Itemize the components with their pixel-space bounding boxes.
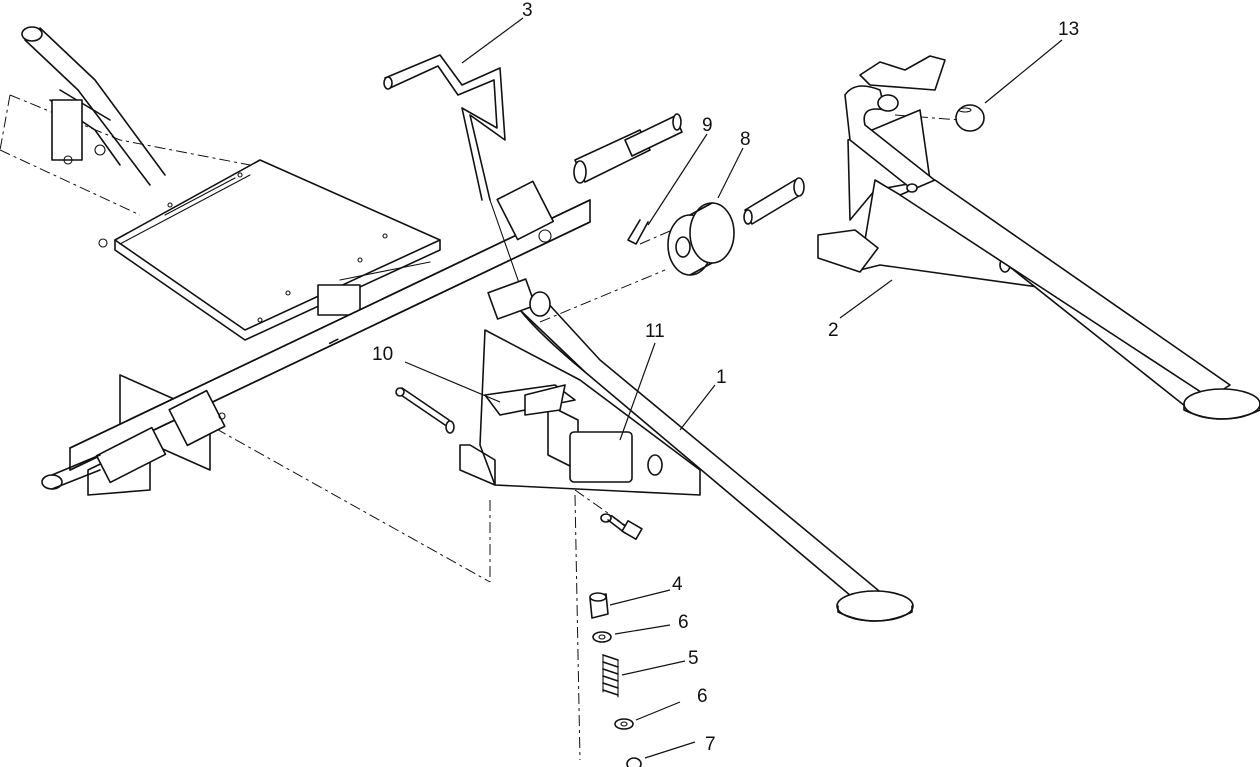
- callout-7: 7: [705, 734, 716, 755]
- callout-13: 13: [1058, 19, 1079, 40]
- svg-text:-----: -----: [328, 337, 340, 347]
- callout-11: 11: [645, 321, 665, 342]
- callout-3: 3: [522, 0, 533, 21]
- axle-tube: -----: [41, 113, 683, 490]
- hairpin-clip: [627, 219, 649, 245]
- callout-6-lower: 6: [697, 686, 708, 707]
- spring-assembly: [589, 592, 642, 767]
- center-stand: [459, 278, 914, 622]
- wheel: [667, 177, 805, 276]
- callout-9: 9: [702, 115, 713, 136]
- carriage-bolt: [395, 387, 455, 434]
- alignment-line: [539, 269, 666, 323]
- callout-2: 2: [828, 320, 839, 341]
- stand-lever-rod: [383, 54, 526, 301]
- plug-cap: [955, 104, 985, 132]
- callout-6-upper: 6: [678, 612, 689, 633]
- callout-1: 1: [716, 367, 727, 388]
- hex-bolt: [600, 513, 643, 540]
- callout-5: 5: [688, 648, 699, 669]
- leader-lines: [404, 17, 1063, 759]
- side-stand: [817, 55, 1260, 420]
- callout-10: 10: [372, 344, 393, 365]
- callout-4: 4: [672, 574, 683, 595]
- callout-8: 8: [740, 129, 751, 150]
- alignment-line: [574, 494, 581, 761]
